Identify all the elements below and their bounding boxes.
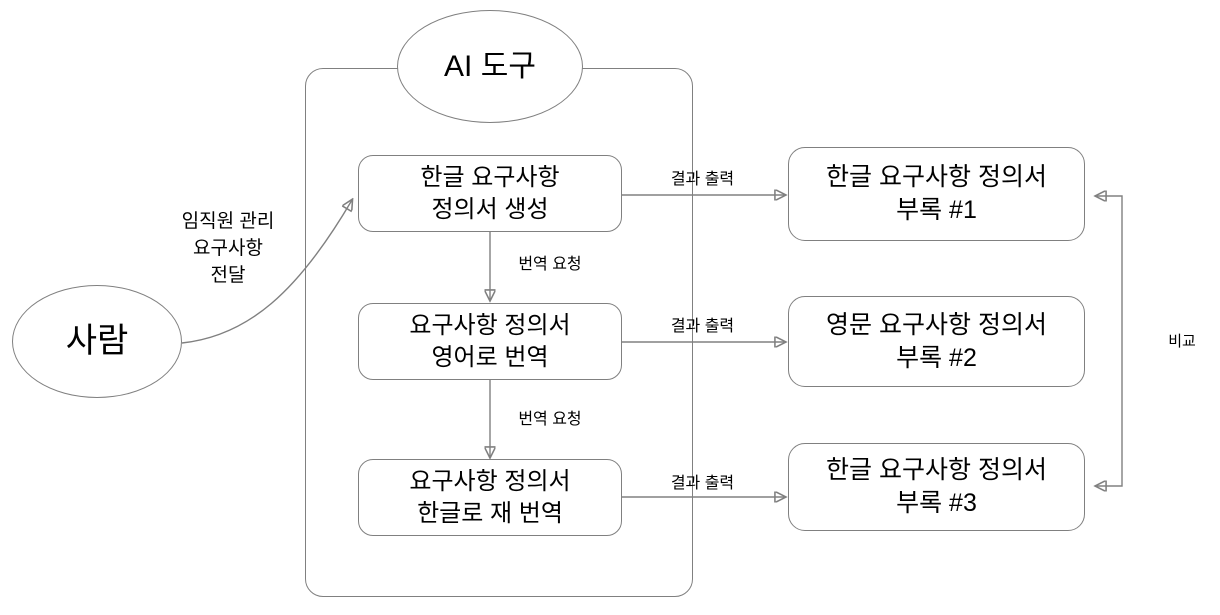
process-node-translate-to-english: 요구사항 정의서 영어로 번역 [358,303,622,380]
edge-label-compare: 비교 [1168,333,1196,350]
process-node-generate-korean-spec: 한글 요구사항 정의서 생성 [358,155,622,232]
edge-label-result-output-1: 결과 출력 [670,171,735,188]
edge-compare-output1-output3 [1096,196,1123,486]
edge-label-translate-request-2: 번역 요청 [518,411,582,428]
edge-label-person-request: 임직원 관리 요구사항 전달 [181,211,275,286]
process-node-retranslate-to-korean: 요구사항 정의서 한글로 재 번역 [358,459,622,536]
ai-tool-ellipse: AI 도구 [397,10,583,123]
output-node-appendix-2: 영문 요구사항 정의서 부록 #2 [788,296,1085,387]
output-node-appendix-3: 한글 요구사항 정의서 부록 #3 [788,443,1085,531]
edge-label-result-output-3: 결과 출력 [670,475,735,492]
output-node-appendix-1: 한글 요구사항 정의서 부록 #1 [788,147,1085,241]
person-ellipse: 사람 [12,285,182,398]
edge-label-translate-request-1: 번역 요청 [518,256,582,273]
edge-label-result-output-2: 결과 출력 [670,318,735,335]
